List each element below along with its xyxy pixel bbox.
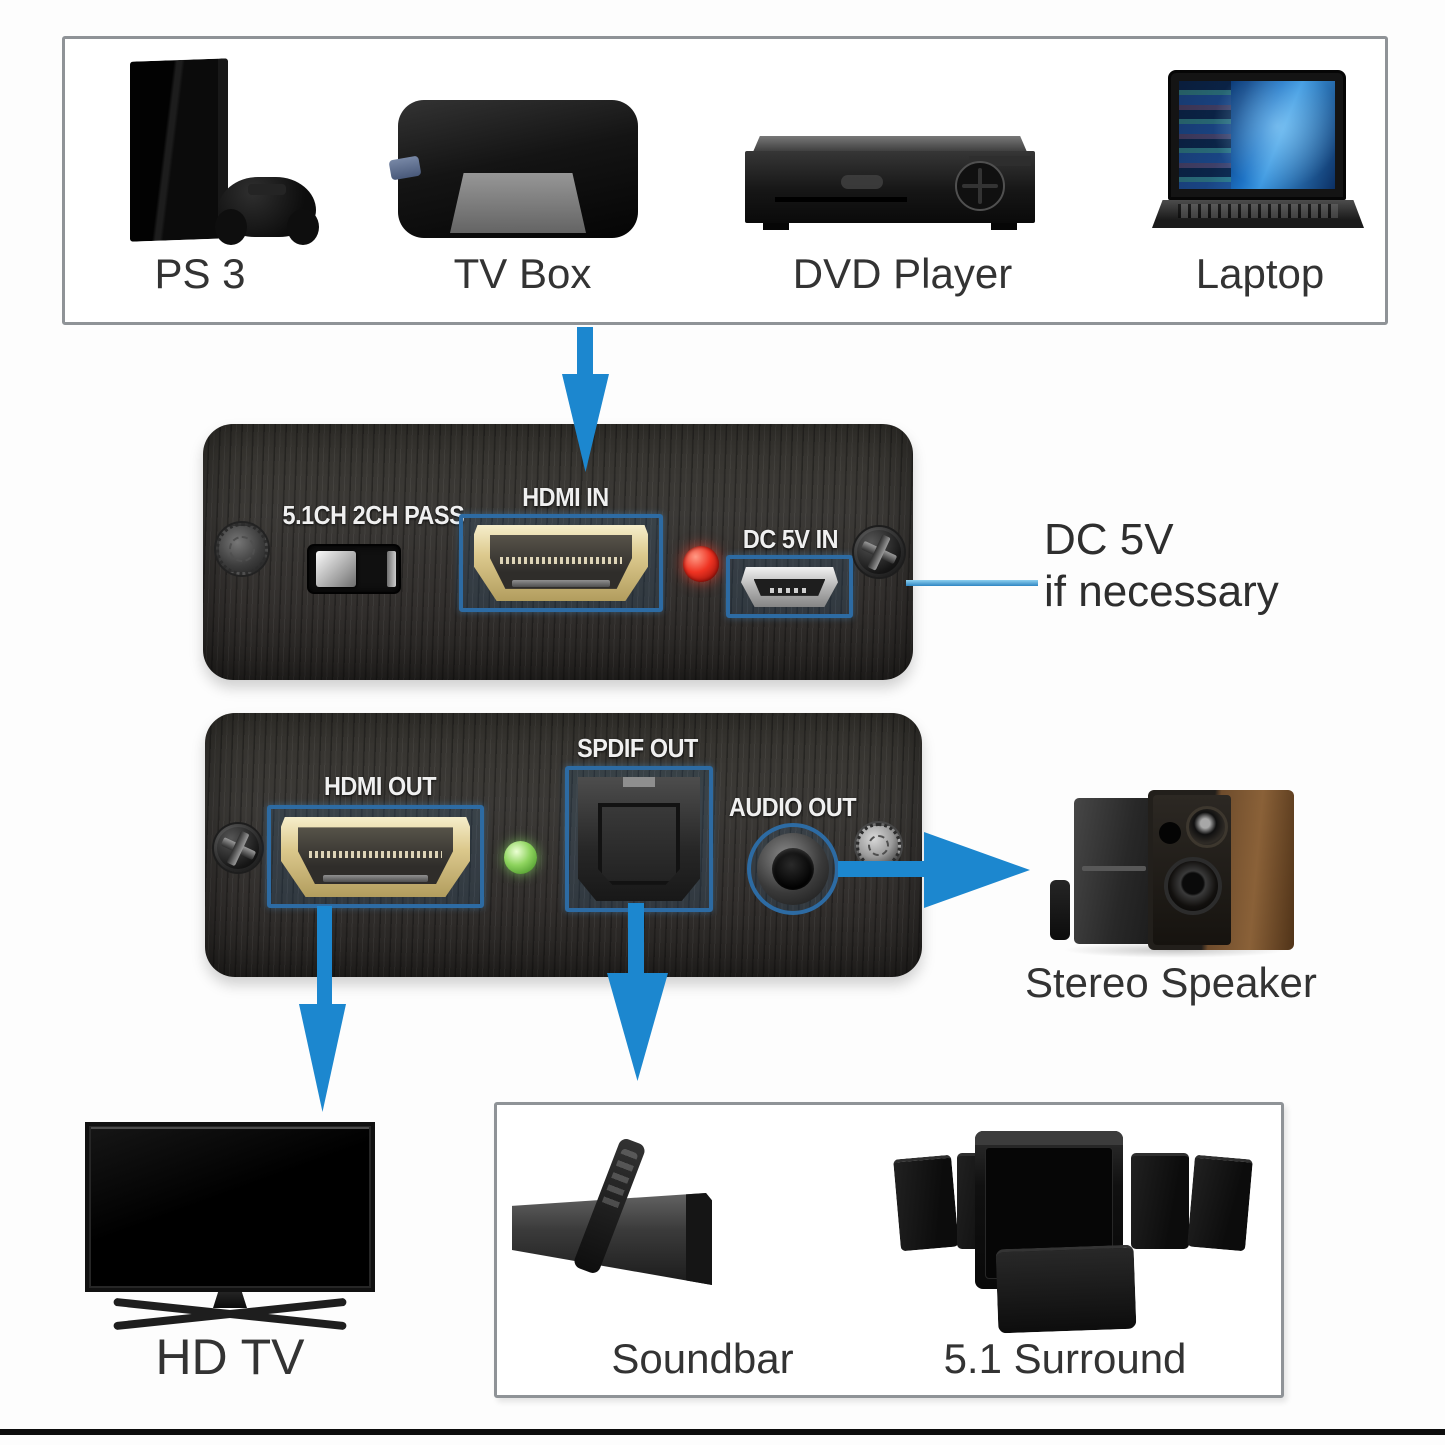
source-devices-box: PS 3 TV Box DVD Player Laptop (62, 36, 1388, 325)
surround-5-1-icon (885, 1125, 1253, 1335)
spdif-out-highlight-box (565, 766, 713, 912)
hdtv-icon (85, 1118, 381, 1344)
hdmi-out-label: HDMI OUT (323, 771, 437, 801)
mode-switch (309, 546, 399, 592)
dvd-player-icon (745, 136, 1035, 230)
ps3-gamepad-shape (215, 177, 319, 245)
label-ps3: PS 3 (154, 250, 246, 297)
power-led-red (683, 546, 719, 582)
spdif-out-label: SPDIF OUT (577, 733, 698, 763)
hdmi-out-highlight-box (267, 805, 484, 908)
phillips-screw-icon (214, 824, 262, 872)
stereo-speaker-icon (1048, 762, 1308, 962)
label-hdtv: HD TV (155, 1329, 305, 1385)
audio-out-jack (747, 823, 839, 915)
converter-bottom-panel: HDMI OUT SPDIF OUT AUDIO OUT (205, 713, 922, 977)
ps3-icon (110, 55, 320, 247)
knurled-screw-icon (856, 823, 901, 868)
remote-icon (1050, 880, 1070, 940)
knurled-screw-icon (216, 523, 268, 575)
label-soundbar: Soundbar (611, 1335, 794, 1382)
label-dvd-player: DVD Player (792, 250, 1013, 297)
audio-sinks-box: Soundbar 5.1 Surround (494, 1102, 1284, 1398)
hdmi-out-port (281, 817, 470, 897)
phillips-screw-icon (854, 527, 904, 577)
converter-top-panel: 5.1CH 2CH PASS HDMI IN DC 5V IN (203, 424, 913, 680)
label-stereo-speaker: Stereo Speaker (1025, 959, 1317, 1006)
signal-led-green (504, 841, 537, 874)
tv-box-icon (388, 100, 638, 238)
hdmi-in-highlight-box (459, 514, 663, 612)
spdif-out-port (578, 777, 700, 901)
dc-note-line1: DC 5V (1044, 515, 1174, 564)
ps3-console-shape (130, 58, 228, 242)
hdmi-in-port (474, 525, 648, 601)
laptop-icon (1152, 70, 1364, 235)
bottom-divider-rule (0, 1429, 1445, 1435)
dc-callout-line (906, 580, 1038, 586)
dc-note-line2: if necessary (1044, 567, 1279, 616)
dc-in-label: DC 5V IN (742, 524, 839, 554)
center-speaker-shape (995, 1244, 1137, 1334)
audio-out-label: AUDIO OUT (728, 792, 857, 822)
soundbar-icon (512, 1135, 717, 1305)
dc-note: DC 5V if necessary (1044, 514, 1324, 618)
label-surround: 5.1 Surround (943, 1335, 1187, 1382)
dc-5v-port (741, 567, 838, 607)
hdmi-in-label: HDMI IN (522, 482, 609, 512)
mode-switch-label: 5.1CH 2CH PASS (282, 500, 465, 530)
dc-in-highlight-box (726, 555, 853, 618)
label-laptop: Laptop (1195, 250, 1325, 297)
label-tv-box: TV Box (453, 250, 592, 297)
